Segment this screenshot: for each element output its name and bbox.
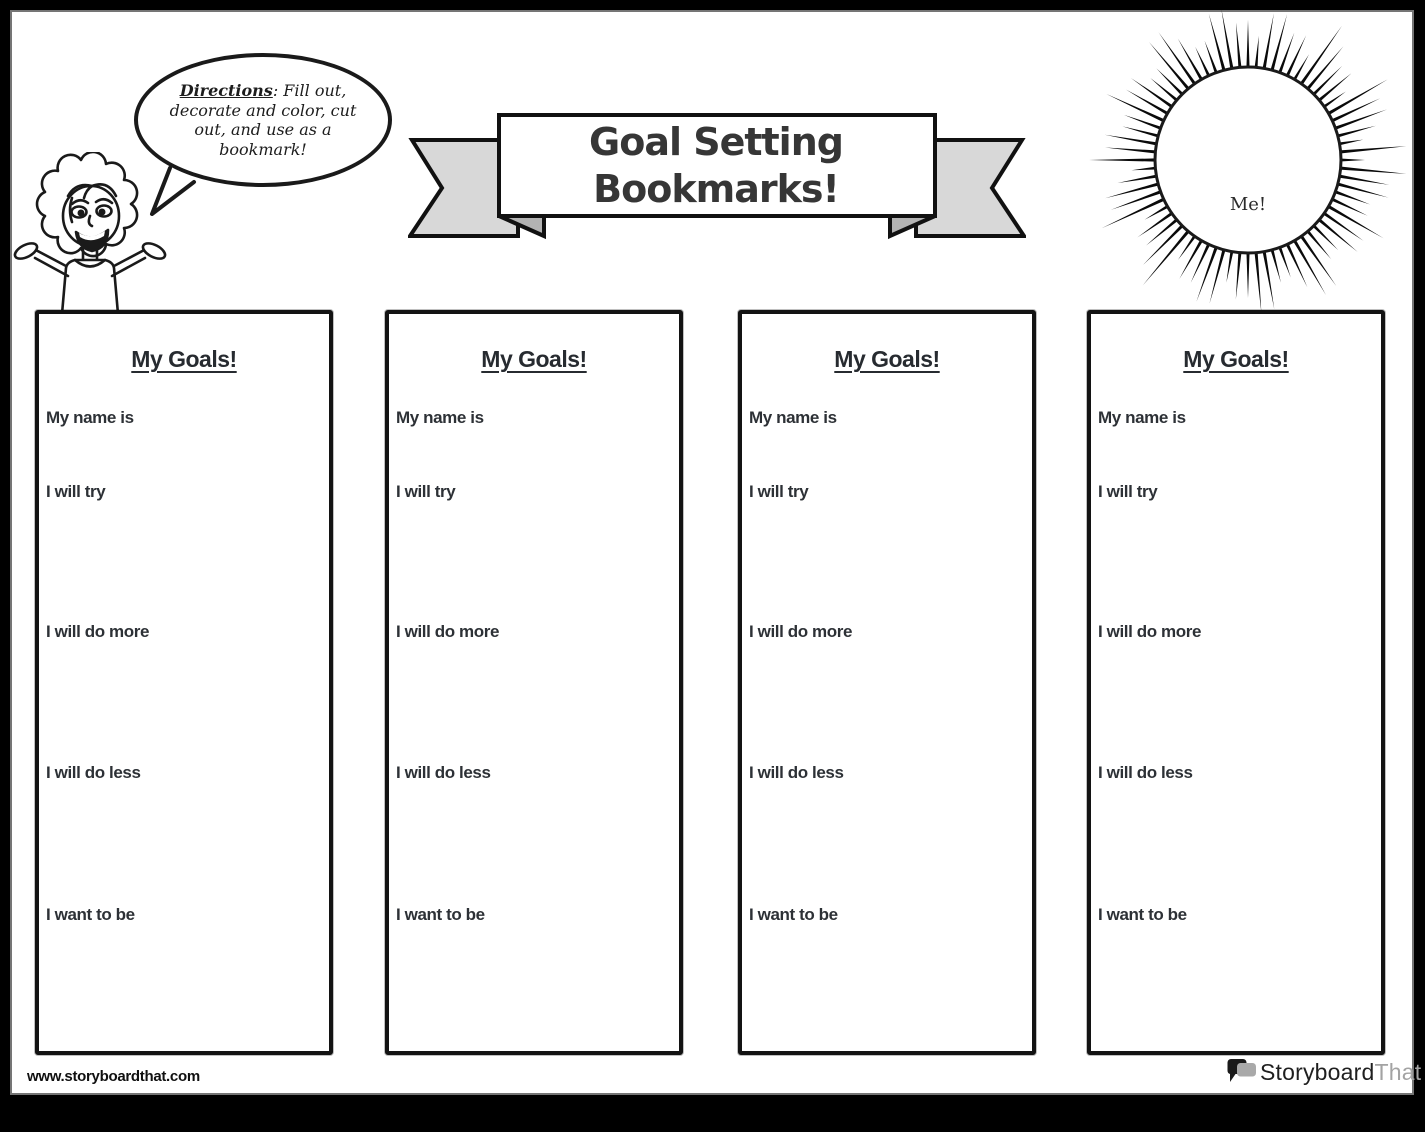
directions-line1: : Fill out, [272, 81, 347, 100]
ribbon-center-box [497, 113, 937, 218]
goal-field-want: I want to be [749, 905, 838, 924]
goal-field-want: I want to be [46, 905, 135, 924]
title-banner-ribbon [408, 113, 1026, 240]
goal-field-more: I will do more [396, 622, 500, 641]
speech-bubbles-icon [1227, 1059, 1256, 1082]
directions-label: Directions [179, 81, 273, 100]
character-right-hand [141, 242, 167, 260]
goal-field-try: I will try [396, 482, 456, 501]
logo-that: That [1374, 1058, 1422, 1085]
bookmark-column-1: My Goals! My name is I will try I will d… [35, 310, 333, 1055]
goal-field-try: I will try [749, 482, 809, 501]
goals-header: My Goals! [1183, 346, 1289, 372]
page-title-line2: Bookmarks! [593, 166, 840, 211]
goals-header: My Goals! [481, 346, 587, 372]
directions-line2: decorate and color, cut [169, 100, 357, 120]
goal-field-try: I will try [1098, 482, 1158, 501]
storyboardthat-logo: StoryboardThat [1224, 1052, 1421, 1092]
goal-field-less: I will do less [749, 763, 844, 782]
cartoon-character [13, 152, 167, 316]
goal-field-less: I will do less [396, 763, 491, 782]
bookmark-column-4: My Goals! My name is I will try I will d… [1087, 310, 1385, 1055]
sun-rays-group [1089, 8, 1407, 313]
bookmark-column-3: My Goals! My name is I will try I will d… [738, 310, 1036, 1055]
bookmark-column-2: My Goals! My name is I will try I will d… [385, 310, 683, 1055]
goal-field-more: I will do more [749, 622, 853, 641]
goals-header: My Goals! [131, 346, 237, 372]
sun-circle [1153, 65, 1343, 255]
character-torso [60, 258, 120, 316]
goal-field-name: My name is [749, 408, 837, 427]
page-title: Goal Setting Bookmarks! [497, 113, 935, 218]
goal-field-more: I will do more [46, 622, 150, 641]
speech-bubble-tail [150, 166, 196, 216]
goal-field-less: I will do less [46, 763, 141, 782]
worksheet-page: Directions: Fill out, decorate and color… [10, 8, 1421, 1095]
goal-field-want: I want to be [1098, 905, 1187, 924]
me-sunburst: Me! [1089, 8, 1407, 313]
logo-text: StoryboardThat [1260, 1059, 1421, 1086]
logo-storyboard: Storyboard [1260, 1058, 1375, 1085]
goal-field-name: My name is [46, 408, 134, 427]
directions-line4: bookmark! [219, 139, 307, 159]
goal-field-more: I will do more [1098, 622, 1202, 641]
me-label: Me! [1230, 194, 1266, 215]
goal-field-try: I will try [46, 482, 106, 501]
goal-field-want: I want to be [396, 905, 485, 924]
goal-field-name: My name is [1098, 408, 1186, 427]
character-left-hand [13, 242, 39, 260]
goal-field-name: My name is [396, 408, 484, 427]
directions-speech-bubble: Directions: Fill out, decorate and color… [134, 53, 392, 187]
goal-field-less: I will do less [1098, 763, 1193, 782]
page-title-line1: Goal Setting [589, 119, 844, 164]
directions-text: Directions: Fill out, decorate and color… [156, 81, 371, 159]
site-url: www.storyboardthat.com [27, 1068, 200, 1085]
directions-line3: out, and use as a [194, 120, 332, 139]
goals-header: My Goals! [834, 346, 940, 372]
